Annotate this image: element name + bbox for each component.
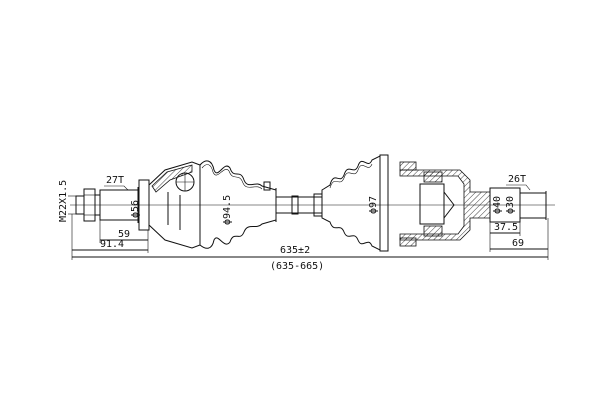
- shaft: [276, 193, 323, 217]
- outer-boot: [199, 160, 277, 249]
- outer-joint-dia-label: ϕ94.5: [222, 195, 233, 225]
- right-stub: [489, 187, 547, 223]
- inner-tripod-joint: [379, 154, 491, 252]
- right-teeth-label: 26T: [508, 174, 526, 185]
- inner-joint-dia-label: ϕ97: [368, 196, 379, 214]
- right-dia-2-label: ϕ30: [505, 196, 516, 214]
- thread-label: M22X1.5: [58, 180, 69, 222]
- left-teeth-label: 27T: [106, 175, 124, 186]
- dim-91-4: 91.4: [100, 239, 124, 250]
- dim-59: 59: [118, 229, 130, 240]
- dimensions: M22X1.5 27T ϕ56 ϕ94.5 ϕ97 ϕ40 ϕ30 26T 59…: [58, 174, 549, 272]
- left-dia-label: ϕ56: [130, 200, 141, 218]
- dim-69: 69: [512, 238, 524, 249]
- length-range: (635-665): [270, 261, 324, 272]
- dim-37-5: 37.5: [494, 222, 518, 233]
- right-dia-1-label: ϕ40: [492, 196, 503, 214]
- total-length: 635±2: [280, 245, 310, 256]
